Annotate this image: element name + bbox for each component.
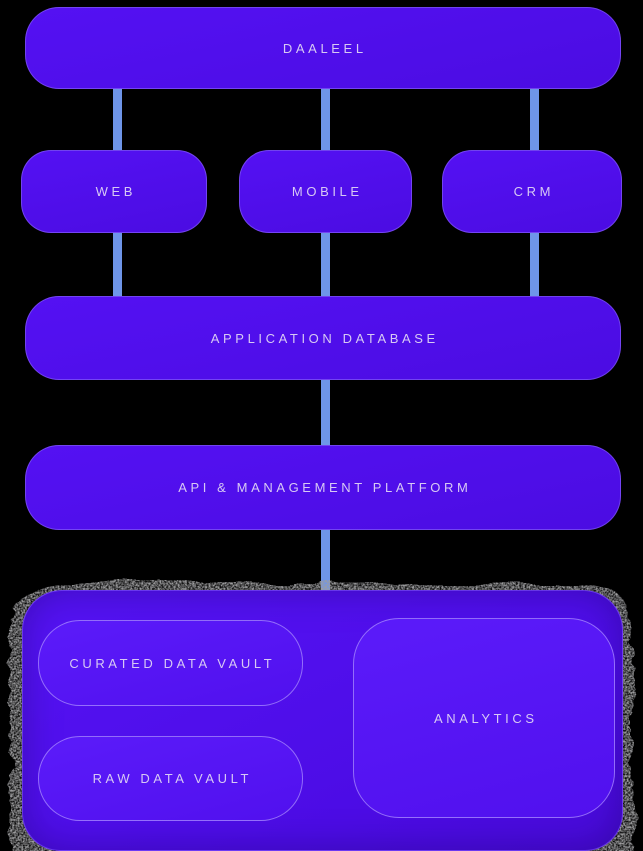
node-crm: CRM: [442, 150, 622, 233]
connector-daaleel-crm: [530, 85, 539, 155]
node-mobile-label: MOBILE: [291, 184, 363, 199]
connector-crm-database: [530, 230, 539, 300]
node-application-database: APPLICATION DATABASE: [25, 296, 621, 380]
connector-api-dataplatform: [321, 527, 330, 594]
node-raw-data-vault: RAW DATA VAULT: [38, 736, 303, 821]
node-analytics: ANALYTICS: [353, 618, 615, 818]
node-api-management-platform: API & MANAGEMENT PLATFORM: [25, 445, 621, 530]
node-analytics-label: ANALYTICS: [433, 710, 538, 726]
connector-web-database: [113, 230, 122, 300]
connector-daaleel-mobile: [321, 85, 330, 155]
node-curated-data-vault-label: CURATED DATA VAULT: [69, 655, 276, 671]
node-mobile: MOBILE: [239, 150, 412, 233]
node-daaleel: DAALEEL: [25, 7, 621, 89]
node-daaleel-label: DAALEEL: [282, 40, 367, 56]
node-api-management-platform-label: API & MANAGEMENT PLATFORM: [178, 480, 472, 495]
connector-daaleel-web: [113, 85, 122, 155]
node-application-database-label: APPLICATION DATABASE: [210, 330, 439, 346]
node-crm-label: CRM: [513, 184, 554, 199]
node-raw-data-vault-label: RAW DATA VAULT: [92, 771, 253, 786]
node-web: WEB: [21, 150, 207, 233]
node-web-label: WEB: [95, 184, 136, 199]
connector-database-api: [321, 378, 330, 448]
node-curated-data-vault: CURATED DATA VAULT: [38, 620, 303, 706]
connector-mobile-database: [321, 230, 330, 300]
